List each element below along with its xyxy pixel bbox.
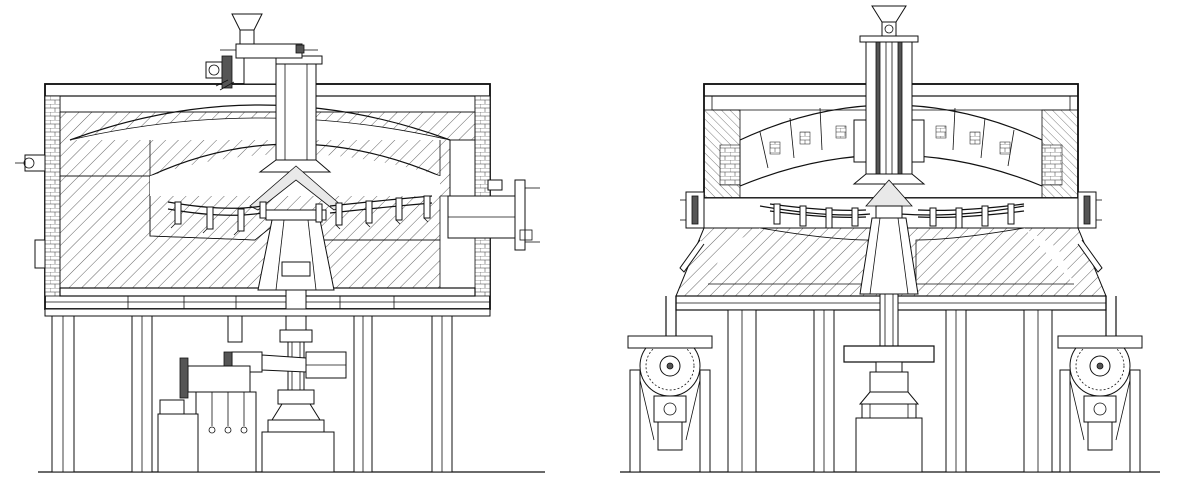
arched-roof	[69, 104, 451, 141]
support-beam	[44, 308, 491, 317]
flange-ports	[680, 191, 1102, 229]
gear-drive	[223, 351, 347, 473]
support-legs	[727, 309, 1053, 473]
feed-hopper	[871, 5, 907, 37]
drive-motor-top	[205, 55, 235, 91]
central-shaft	[852, 35, 926, 347]
gear-wheel	[843, 345, 935, 473]
roof-bricks	[769, 125, 1011, 155]
discharge-drum-left	[627, 296, 713, 473]
rabble-arm	[167, 195, 433, 236]
discharge-drum-right	[1057, 296, 1143, 473]
feed-hopper	[220, 13, 318, 85]
support-legs	[51, 315, 453, 473]
brick-lining-left	[44, 95, 61, 297]
side-port	[24, 154, 46, 172]
discharge-chute-left	[679, 239, 705, 273]
drive-motor-base	[157, 357, 257, 473]
discharge-chute-right	[1077, 239, 1103, 273]
furnace-front-section	[620, 5, 1160, 473]
central-shaft	[249, 55, 343, 391]
furnace-side-section	[15, 13, 545, 473]
rabble-arm	[769, 203, 1025, 229]
